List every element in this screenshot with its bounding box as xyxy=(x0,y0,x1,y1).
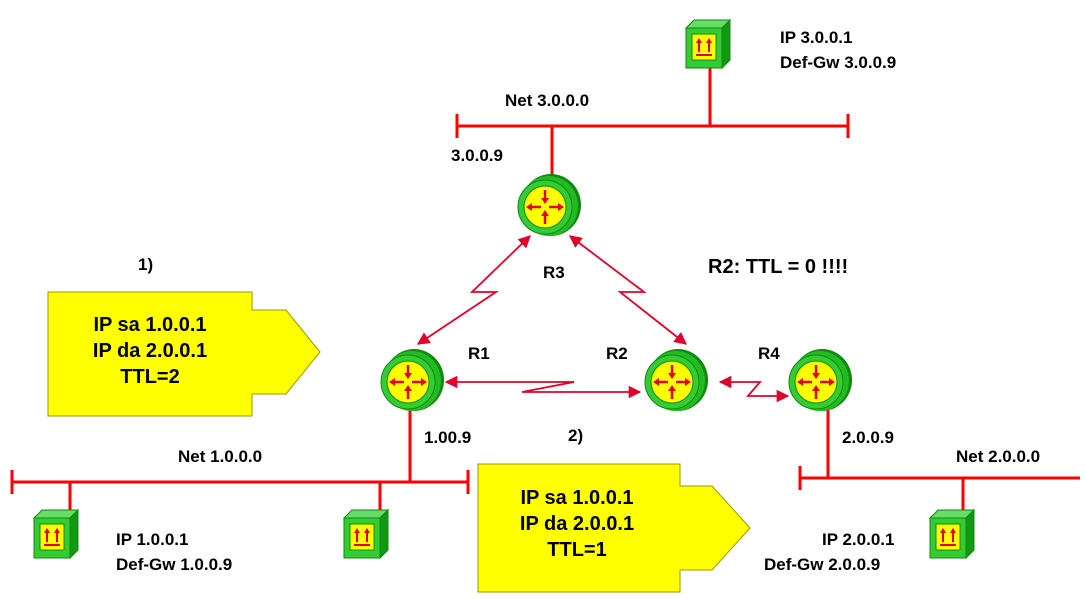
link-r1-r2 xyxy=(444,375,642,399)
packet-box-1: IP sa 1.0.0.1 IP da 2.0.0.1 TTL=2 xyxy=(47,291,321,417)
network-segment-net2 xyxy=(798,410,1080,510)
net3-label: Net 3.0.0.0 xyxy=(505,91,589,110)
host3-ip: IP 3.0.0.1 xyxy=(780,28,852,47)
packet-line: IP sa 1.0.0.1 xyxy=(93,314,206,336)
packet-line: IP da 2.0.0.1 xyxy=(93,340,207,362)
router-icon xyxy=(379,347,446,413)
packet-line: TTL=2 xyxy=(120,366,179,388)
packet-line: IP sa 1.0.0.1 xyxy=(520,487,633,509)
host-icon xyxy=(929,509,975,559)
host-icon xyxy=(343,509,389,559)
router-label-r2: R2 xyxy=(606,344,628,363)
net1-label: Net 1.0.0.0 xyxy=(178,447,262,466)
router-label-r4: R4 xyxy=(758,344,780,363)
link-r2-r4 xyxy=(718,375,790,403)
host2-ip: IP 2.0.0.1 xyxy=(822,530,894,549)
host-icon xyxy=(685,19,731,69)
router-icon xyxy=(787,347,854,413)
packet-box-2: IP sa 1.0.0.1 IP da 2.0.0.1 TTL=1 xyxy=(477,463,751,593)
router-label-r3: R3 xyxy=(543,263,565,282)
router-label-r1: R1 xyxy=(468,344,490,363)
host2-gateway: Def-Gw 2.0.0.9 xyxy=(764,555,880,574)
net2-label: Net 2.0.0.0 xyxy=(956,447,1040,466)
r1-interface-label: 1.00.9 xyxy=(424,428,471,447)
r3-interface-label: 3.0.0.9 xyxy=(451,146,503,165)
host-icon xyxy=(33,509,79,559)
router-icon xyxy=(516,172,583,238)
packet-line: TTL=1 xyxy=(547,539,606,561)
packet-line: IP da 2.0.0.1 xyxy=(520,513,634,535)
ttl-annotation: R2: TTL = 0 !!!! xyxy=(708,256,848,278)
link-r1-r3 xyxy=(416,235,531,345)
step-label-1: 1) xyxy=(138,255,153,274)
router-icon xyxy=(643,347,710,413)
network-segment-net3 xyxy=(455,68,850,176)
host1-ip: IP 1.0.0.1 xyxy=(116,530,188,549)
host3-gateway: Def-Gw 3.0.0.9 xyxy=(780,53,896,72)
link-r3-r2 xyxy=(568,235,687,345)
r4-interface-label: 2.0.0.9 xyxy=(842,428,894,447)
step-label-2: 2) xyxy=(568,426,583,445)
host1-gateway: Def-Gw 1.0.0.9 xyxy=(116,555,232,574)
